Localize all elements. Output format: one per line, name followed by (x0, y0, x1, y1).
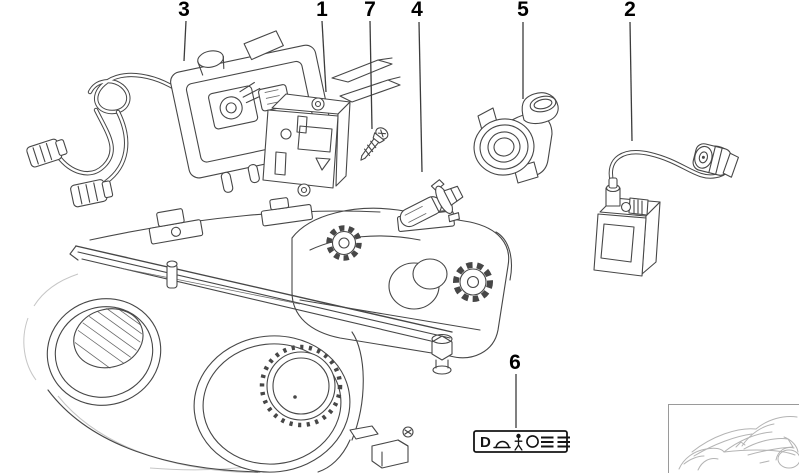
control-box (593, 177, 661, 277)
rail-bracket (260, 197, 314, 227)
callout-number-3[interactable]: 3 (178, 0, 190, 21)
triple-bar-icon (541, 436, 554, 448)
car-thumbnail (668, 404, 799, 473)
pedestrian-icon (514, 433, 523, 451)
screw-part (360, 127, 389, 161)
lamp-lower-bracket (349, 425, 414, 469)
callout-number-2[interactable]: 2 (624, 0, 636, 21)
speed-hump-icon (493, 440, 511, 449)
leveling-unit-part (593, 143, 739, 277)
leveling-motor-housing (388, 258, 448, 310)
rail-bracket (148, 208, 204, 245)
callout-number-6[interactable]: 6 (509, 351, 521, 374)
adjuster-bolt (431, 333, 453, 375)
callout-number-4[interactable]: 4 (411, 0, 423, 21)
adjuster-gear (326, 225, 362, 261)
control-unit-part (262, 93, 351, 197)
triple-bar-icon (557, 436, 570, 448)
callout-leader-lines (183, 20, 633, 428)
projector-lens (259, 344, 343, 428)
callout-number-7[interactable]: 7 (364, 0, 376, 21)
rail-post (166, 260, 178, 289)
adjuster-motor-part (473, 92, 559, 184)
adjuster-gear (453, 262, 493, 302)
bracket-prong (331, 59, 393, 83)
label-plate: D (473, 430, 570, 453)
harness-connector (70, 179, 114, 208)
headlight-assembly (23, 197, 513, 473)
plate-letter: D (480, 434, 491, 451)
circle-icon (526, 435, 539, 448)
left-reflector-ring (46, 295, 162, 406)
round-connector (692, 143, 739, 178)
bracket-prong (339, 79, 401, 103)
callout-number-5[interactable]: 5 (517, 0, 529, 21)
harness-connector (26, 138, 68, 168)
callout-number-1[interactable]: 1 (316, 0, 328, 21)
bulb-part (399, 179, 464, 228)
car-silhouette-icon (678, 416, 799, 471)
